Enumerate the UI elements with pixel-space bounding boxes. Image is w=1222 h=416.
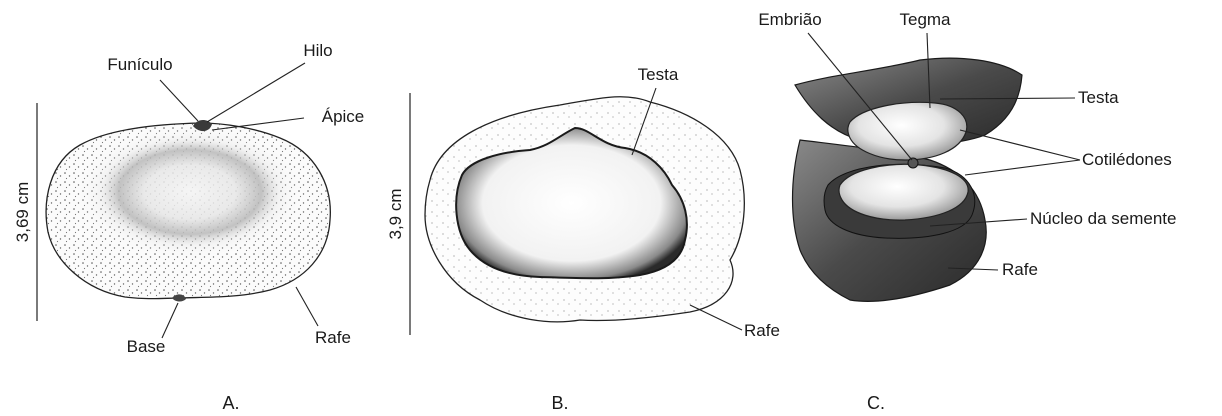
label-funiculo: Funículo xyxy=(107,55,172,74)
label-rafe-c: Rafe xyxy=(1002,260,1038,279)
panel-a: 3,69 cm Funículo Hilo Ápice Base Rafe A. xyxy=(13,41,364,413)
embryo-c xyxy=(908,158,918,168)
label-base: Base xyxy=(127,337,166,356)
label-testa-c: Testa xyxy=(1078,88,1119,107)
leader-rafe-a xyxy=(296,287,318,326)
endosperm-ring-a xyxy=(75,124,305,260)
panel-letter-b: B. xyxy=(551,393,568,413)
label-tegma: Tegma xyxy=(899,10,951,29)
label-embriao: Embrião xyxy=(758,10,821,29)
label-rafe-a: Rafe xyxy=(315,328,351,347)
label-cotiledones: Cotilédones xyxy=(1082,150,1172,169)
cotyledon-lower-c xyxy=(839,164,968,220)
label-hilo: Hilo xyxy=(303,41,332,60)
leader-base xyxy=(162,303,178,338)
label-testa-b: Testa xyxy=(638,65,679,84)
leader-funiculo xyxy=(160,80,198,121)
cotyledon-upper-c xyxy=(848,102,967,160)
panel-letter-c: C. xyxy=(867,393,885,413)
leader-rafe-b xyxy=(690,305,742,330)
panel-c: Embrião Tegma Testa Cotilédones Núcleo d… xyxy=(758,10,1176,413)
leader-cotiledones-2 xyxy=(965,160,1080,175)
panel-b: 3,9 cm Testa Rafe B. xyxy=(386,65,780,413)
scale-label-b: 3,9 cm xyxy=(386,188,405,239)
leader-cotiledones-1 xyxy=(960,130,1080,160)
scale-label-a: 3,69 cm xyxy=(13,182,32,242)
label-nucleo: Núcleo da semente xyxy=(1030,209,1176,228)
label-rafe-b: Rafe xyxy=(744,321,780,340)
panel-letter-a: A. xyxy=(222,393,239,413)
label-apice: Ápice xyxy=(322,107,365,126)
leader-hilo xyxy=(207,63,305,122)
